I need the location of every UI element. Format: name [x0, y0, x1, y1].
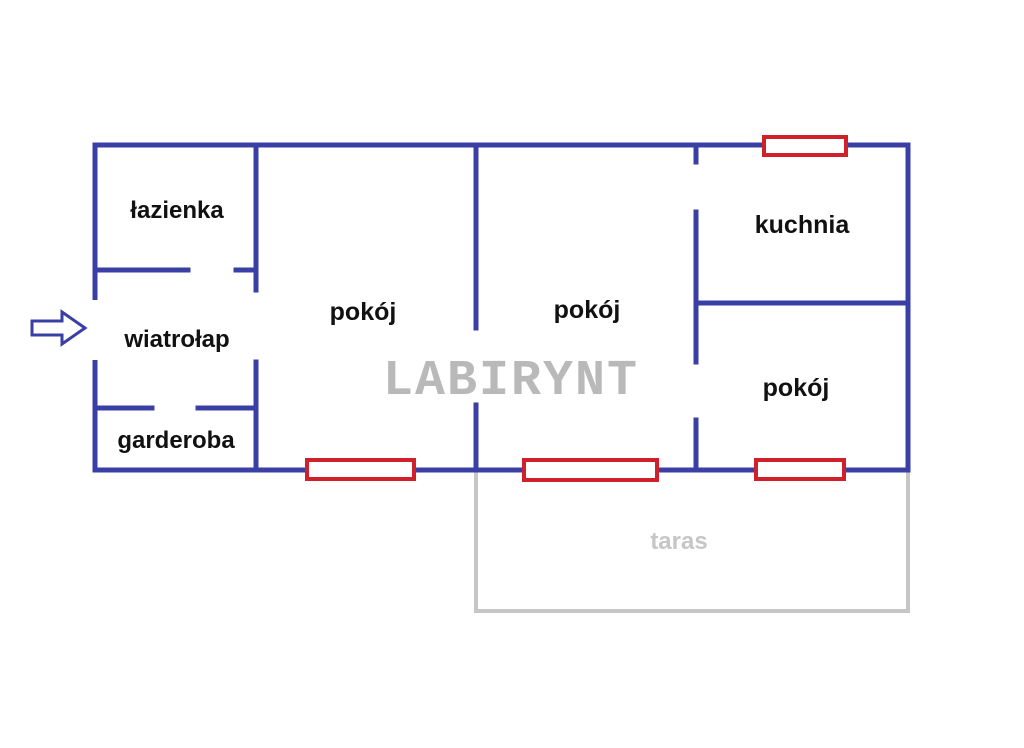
label-wardrobe: garderoba	[117, 427, 235, 454]
label-terrace: taras	[650, 528, 707, 555]
label-room-3: pokój	[763, 374, 830, 402]
windows	[305, 135, 848, 482]
entrance-gap	[90, 300, 102, 360]
walls	[92, 142, 911, 473]
label-room-2: pokój	[554, 296, 621, 324]
label-bathroom: łazienka	[130, 197, 224, 224]
window-room3	[754, 458, 846, 481]
window-kitchen	[762, 135, 848, 157]
terrace-outline	[474, 472, 910, 613]
entrance-arrow-icon	[30, 309, 88, 347]
label-kitchen: kuchnia	[755, 211, 851, 239]
window-room1	[305, 458, 416, 481]
window-room2	[522, 458, 659, 482]
watermark-text: LABIRYNT	[383, 353, 639, 410]
label-vestibule: wiatrołap	[123, 326, 229, 353]
label-room-1: pokój	[330, 298, 397, 326]
